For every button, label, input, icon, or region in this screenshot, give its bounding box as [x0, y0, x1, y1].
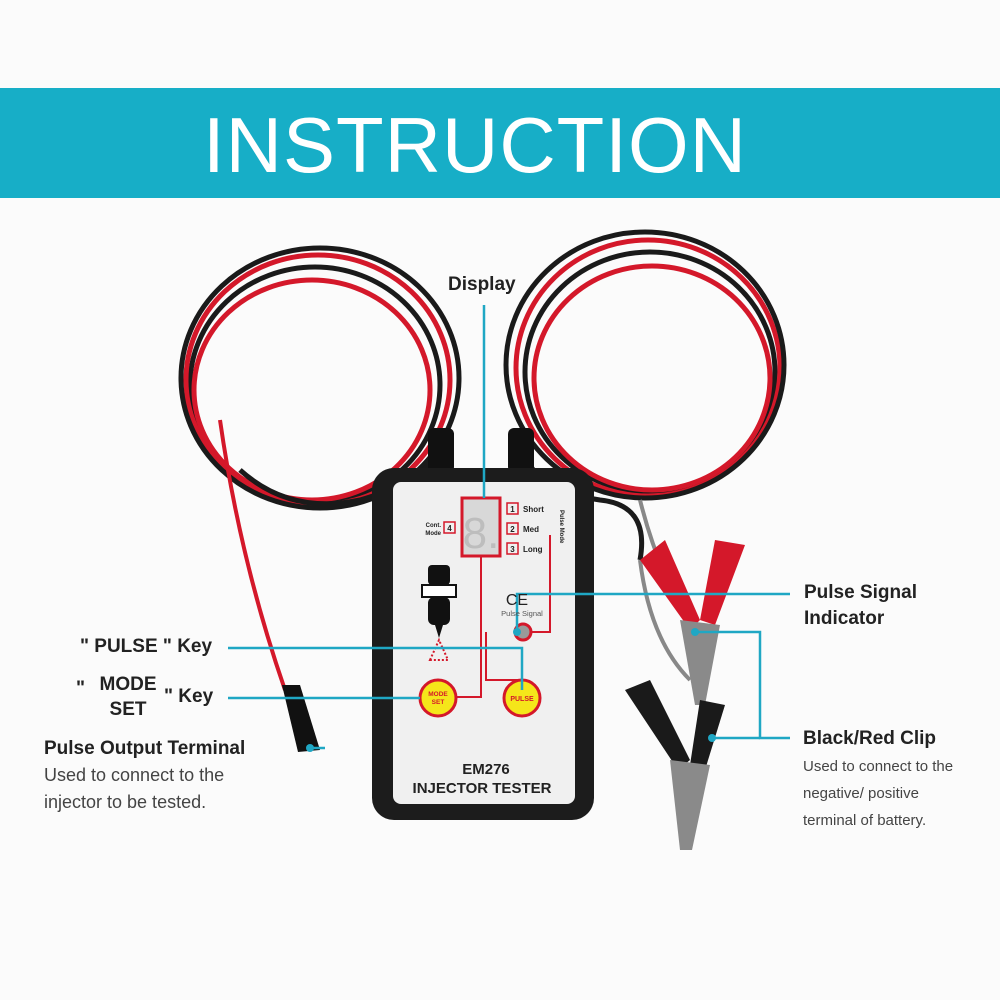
clip-title: Black/Red Clip: [803, 728, 937, 749]
mode-2-label: Med: [523, 525, 539, 534]
pulse-indicator-label-2: Indicator: [804, 608, 885, 629]
cont-mode-label-2: Mode: [425, 531, 441, 537]
banner-title: INSTRUCTION: [203, 101, 747, 189]
pulse-output-terminal: [282, 685, 320, 752]
pulse-output-desc-2: injector to be tested.: [44, 792, 207, 812]
mode-1-label: Short: [523, 505, 544, 514]
mode-button-label-2: SET: [432, 699, 445, 706]
mode-3-label: Long: [523, 545, 543, 554]
mode-key-open-quote: ": [76, 678, 86, 699]
clip-desc-1: Used to connect to the: [803, 758, 954, 775]
mode-key-label-line2: SET: [109, 699, 147, 720]
clip-desc-2: negative/ positive: [803, 785, 919, 802]
pulse-output-title: Pulse Output Terminal: [44, 738, 246, 759]
title-banner: INSTRUCTION: [0, 88, 1000, 198]
red-clip: [640, 540, 745, 705]
mode-set-button[interactable]: [418, 678, 458, 718]
pulse-key-label: " PULSE " Key: [80, 636, 213, 657]
device-model: EM276: [462, 761, 510, 778]
injector-icon: [421, 565, 457, 661]
pulse-output-desc-1: Used to connect to the: [44, 765, 225, 785]
right-cable-boot: [508, 428, 534, 473]
display-digit: 8.: [463, 509, 500, 558]
clip-desc-3: terminal of battery.: [803, 812, 927, 829]
pulse-indicator-label-1: Pulse Signal: [804, 582, 917, 603]
ce-mark: CE: [506, 592, 528, 609]
black-clip: [625, 680, 725, 850]
mode-1-num: 1: [510, 505, 515, 514]
pulse-mode-label: Pulse Mode: [558, 510, 564, 544]
cont-mode-num: 4: [447, 524, 452, 533]
device-name: INJECTOR TESTER: [413, 780, 552, 797]
device-panel: [393, 482, 575, 804]
mode-3-num: 3: [510, 545, 515, 554]
display-label: Display: [448, 274, 516, 295]
pulse-signal-label: Pulse Signal: [501, 609, 543, 618]
cont-mode-label-1: Cont.: [426, 523, 442, 529]
pulse-button-label: PULSE: [510, 696, 534, 703]
mode-2-num: 2: [510, 525, 515, 534]
left-cable-boot: [428, 428, 454, 473]
mode-button-label-1: MODE: [428, 691, 448, 698]
left-cable-coil: [178, 245, 462, 691]
mode-key-label-close: " Key: [164, 686, 214, 707]
mode-key-label-line1: MODE: [99, 674, 157, 695]
